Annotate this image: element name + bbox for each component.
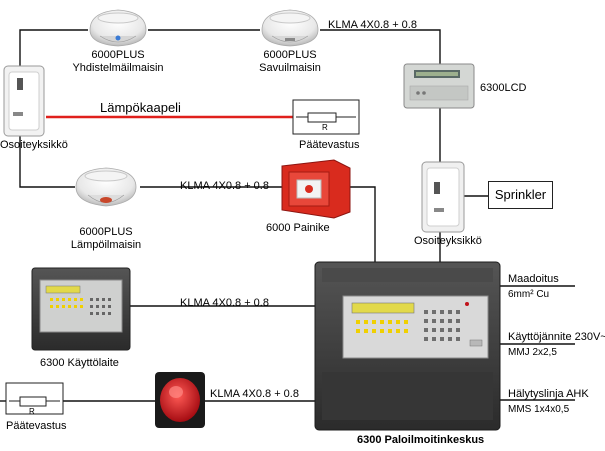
address-unit-right: [421, 161, 465, 233]
multi-detector: [89, 9, 147, 47]
multi-detector-model: 6000PLUS: [91, 49, 145, 61]
smoke-detector: [261, 9, 319, 47]
control-panel-label: 6300 Paloilmoitinkeskus: [357, 434, 485, 446]
cable-label-siren: KLMA 4X0.8 + 0.8: [210, 388, 299, 400]
end-resistor-bottom-label: Päätevastus: [6, 420, 67, 432]
alarm-cable-label: MMS 1x4x0,5: [508, 404, 570, 415]
smoke-detector-name: Savuilmaisin: [259, 62, 321, 74]
call-point-label: 6000 Painike: [266, 222, 330, 234]
call-point: [281, 159, 351, 219]
address-unit-left-label: Osoiteyksikkö: [0, 139, 68, 151]
heat-detector-model: 6000PLUS: [79, 226, 133, 238]
wiring: [0, 29, 575, 402]
end-resistor-bottom: [5, 382, 64, 415]
supply-label: Käyttöjännite 230V~: [508, 331, 605, 343]
lcd-unit-label: 6300LCD: [480, 82, 527, 94]
siren: [155, 372, 205, 428]
heat-detector: [75, 167, 137, 207]
cable-label-middle: KLMA 4X0.8 + 0.8: [180, 180, 269, 192]
alarm-line-label: Hälytyslinja AHK: [508, 388, 589, 400]
sprinkler-box: Sprinkler: [488, 181, 553, 209]
end-resistor-top-symbol: R: [322, 123, 328, 132]
end-resistor-top: [292, 99, 360, 135]
operator-panel: [31, 267, 131, 351]
end-resistor-top-label: Päätevastus: [299, 139, 360, 151]
address-unit-right-label: Osoiteyksikkö: [414, 235, 482, 247]
operator-panel-label: 6300 Käyttölaite: [40, 357, 119, 369]
ground-label: Maadoitus: [508, 273, 559, 285]
cable-label-panel: KLMA 4X0.8 + 0.8: [180, 297, 269, 309]
heat-cable-label: Lämpökaapeli: [100, 100, 181, 115]
control-panel: [314, 261, 501, 431]
supply-cable-label: MMJ 2x2,5: [508, 347, 557, 358]
multi-detector-name: Yhdistelmäilmaisin: [72, 62, 164, 74]
lcd-unit: [403, 63, 475, 109]
end-resistor-bottom-symbol: R: [29, 407, 35, 416]
heat-detector-name: Lämpöilmaisin: [70, 239, 142, 251]
ground-cable-label: 6mm² Cu: [508, 289, 550, 300]
address-unit-left: [3, 65, 45, 137]
sprinkler-label: Sprinkler: [494, 187, 547, 202]
cable-label-top: KLMA 4X0.8 + 0.8: [328, 19, 417, 31]
smoke-detector-model: 6000PLUS: [263, 49, 317, 61]
